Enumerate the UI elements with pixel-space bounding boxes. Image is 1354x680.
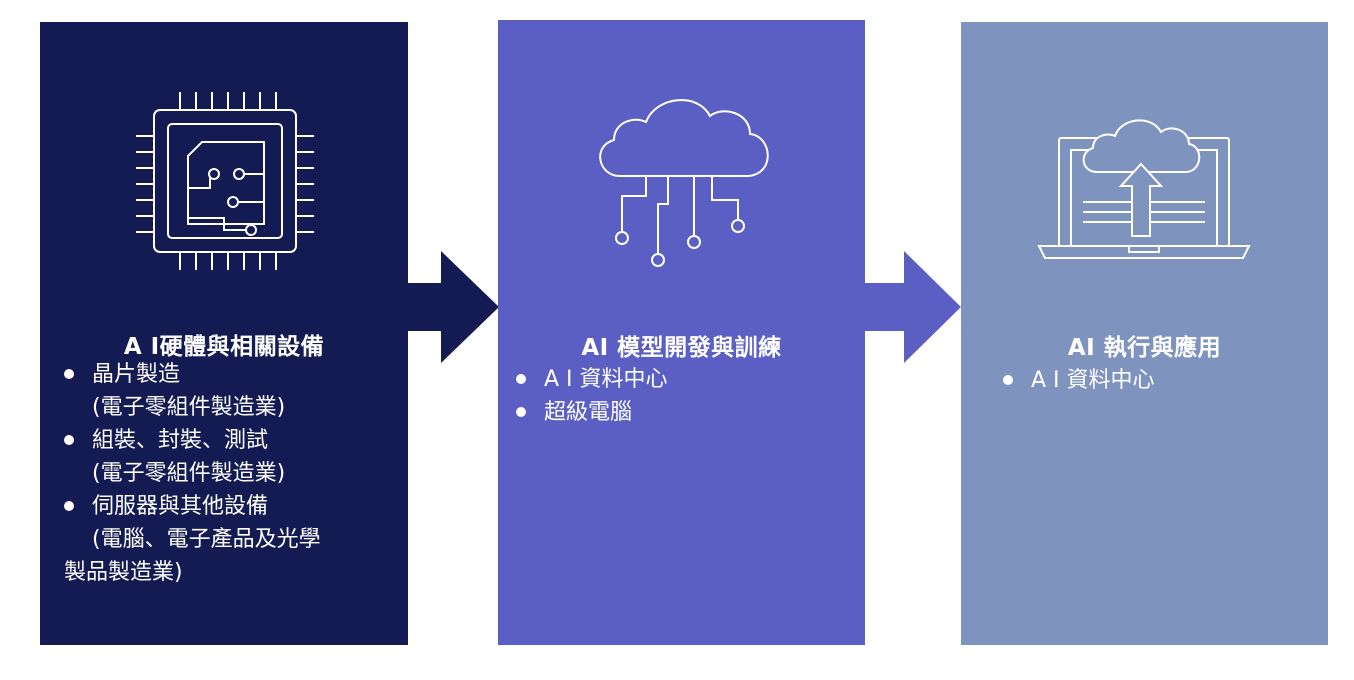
bullet-icon [516, 407, 526, 417]
panel-title: AI 執行與應用 [1067, 335, 1222, 361]
list-item-label: 組裝、封裝、測試 [92, 428, 269, 453]
bullet-icon [64, 435, 74, 445]
bullet-icon [1003, 375, 1013, 385]
list-item: 超級電腦 [516, 396, 856, 429]
list-item-label: 超級電腦 [544, 400, 633, 425]
list-item: 晶片製造 (電子零組件製造業) [64, 358, 404, 424]
bullet-icon [64, 369, 74, 379]
list-item-sub: (電子零組件製造業) [92, 461, 286, 486]
list-item: A I 資料中心 [1003, 364, 1303, 397]
list-item-label: A I 資料中心 [1031, 368, 1155, 393]
panel-ai-model-training: AI 模型開發與訓練 A I 資料中心 超級電腦 [498, 20, 865, 645]
list-item: 伺服器與其他設備 (電腦、電子產品及光學 製品製造業) [64, 490, 404, 589]
arrow-right-icon [405, 251, 499, 363]
list-item-sub: 製品製造業) [64, 560, 183, 585]
panel-item-list: 晶片製造 (電子零組件製造業) 組裝、封裝、測試 (電子零組件製造業) 伺服器與… [64, 358, 404, 589]
list-item-sub: (電子零組件製造業) [92, 395, 286, 420]
panel-item-list: A I 資料中心 超級電腦 [516, 363, 856, 429]
list-item-label: 晶片製造 [92, 362, 181, 387]
panel-ai-execution-application: AI 執行與應用 A I 資料中心 [961, 22, 1328, 645]
panel-title: A I硬體與相關設備 [123, 334, 325, 360]
panel-title: AI 模型開發與訓練 [581, 335, 782, 361]
bullet-icon [64, 501, 74, 511]
microchip-icon [136, 92, 314, 270]
arrow-right-icon [862, 251, 961, 363]
list-item-label: A I 資料中心 [544, 367, 668, 392]
cloud-network-icon [599, 99, 769, 267]
bullet-icon [516, 374, 526, 384]
list-item-sub: (電腦、電子產品及光學 [92, 527, 321, 552]
list-item: A I 資料中心 [516, 363, 856, 396]
panel-item-list: A I 資料中心 [1003, 364, 1303, 397]
list-item-label: 伺服器與其他設備 [92, 494, 269, 519]
list-item: 組裝、封裝、測試 (電子零組件製造業) [64, 424, 404, 490]
laptop-cloud-upload-icon [1037, 119, 1251, 259]
panel-ai-hardware: A I硬體與相關設備 晶片製造 (電子零組件製造業) 組裝、封裝、測試 (電子零… [40, 22, 408, 645]
